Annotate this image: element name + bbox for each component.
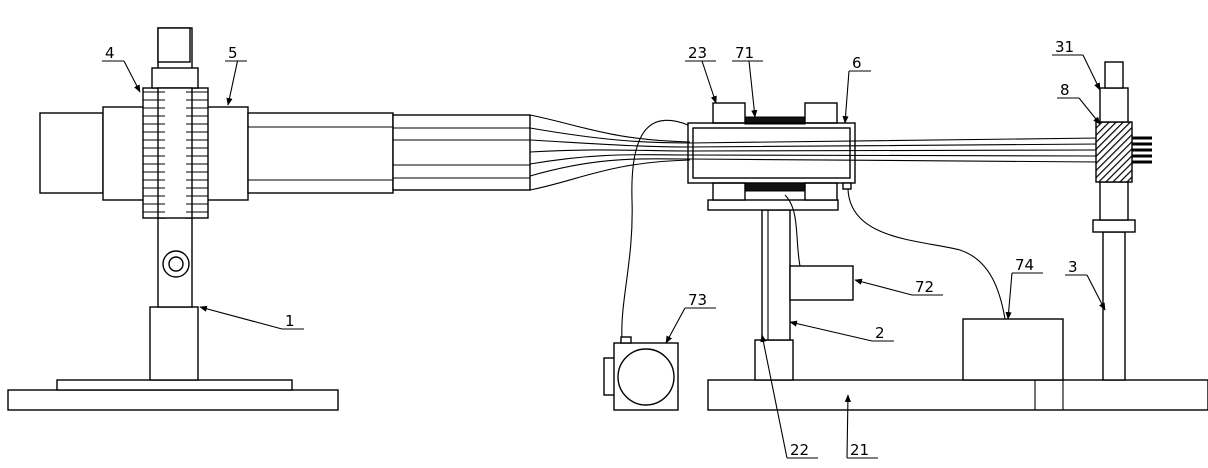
leader-line <box>1078 97 1101 125</box>
label-5: 5 <box>228 44 238 62</box>
leader-line <box>842 70 850 124</box>
leader-line <box>760 334 788 459</box>
leader-line <box>226 60 239 106</box>
label-72: 72 <box>915 278 934 296</box>
leader-line <box>854 278 913 296</box>
label-2: 2 <box>875 324 885 342</box>
label-31: 31 <box>1055 38 1074 56</box>
fiber-line <box>529 139 1150 148</box>
leader-line <box>665 307 686 344</box>
label-1: 1 <box>285 312 295 330</box>
controller-74 <box>962 318 1064 381</box>
center-stand <box>621 102 1208 411</box>
optical-fibers <box>529 127 1152 177</box>
label-23: 23 <box>688 44 707 62</box>
leader-line <box>123 60 141 93</box>
label-8: 8 <box>1060 81 1070 99</box>
leader-line <box>844 394 851 459</box>
label-74: 74 <box>1015 256 1034 274</box>
leader-line <box>1005 272 1013 320</box>
label-4: 4 <box>105 44 115 62</box>
fiber-line <box>529 149 1150 153</box>
label-21: 21 <box>850 441 869 459</box>
detector-73 <box>603 336 679 411</box>
fiber-line <box>529 127 1150 144</box>
label-6: 6 <box>852 54 862 72</box>
right-stand <box>1092 61 1136 381</box>
leader-line <box>1086 274 1106 311</box>
leader-line <box>199 305 283 330</box>
label-73: 73 <box>688 291 707 309</box>
fiber-line <box>529 154 1150 165</box>
label-71: 71 <box>735 44 754 62</box>
label-3: 3 <box>1068 258 1078 276</box>
leader-line <box>789 320 873 342</box>
leader-line <box>701 60 717 104</box>
leader-line <box>748 60 758 118</box>
fiber-holder-assembly <box>39 67 691 219</box>
label-22: 22 <box>790 441 809 459</box>
leader-line <box>1082 54 1101 91</box>
fiber-line <box>529 158 1150 177</box>
